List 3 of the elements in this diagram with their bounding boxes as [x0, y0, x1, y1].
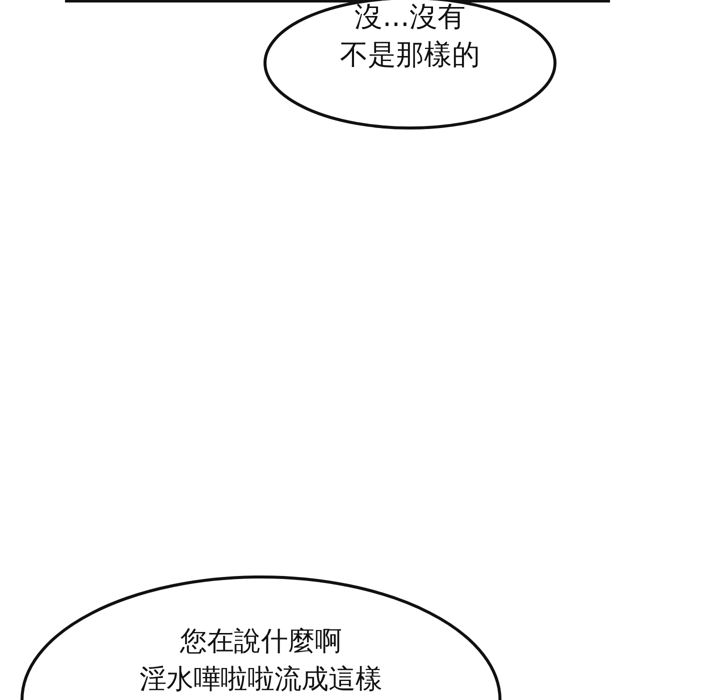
- speech-text: 您在說什麼啊淫水嘩啦啦流成這樣: [138, 625, 384, 697]
- speech-bubble: [263, 0, 557, 130]
- speech-text: 沒...沒有不是那樣的: [339, 0, 481, 73]
